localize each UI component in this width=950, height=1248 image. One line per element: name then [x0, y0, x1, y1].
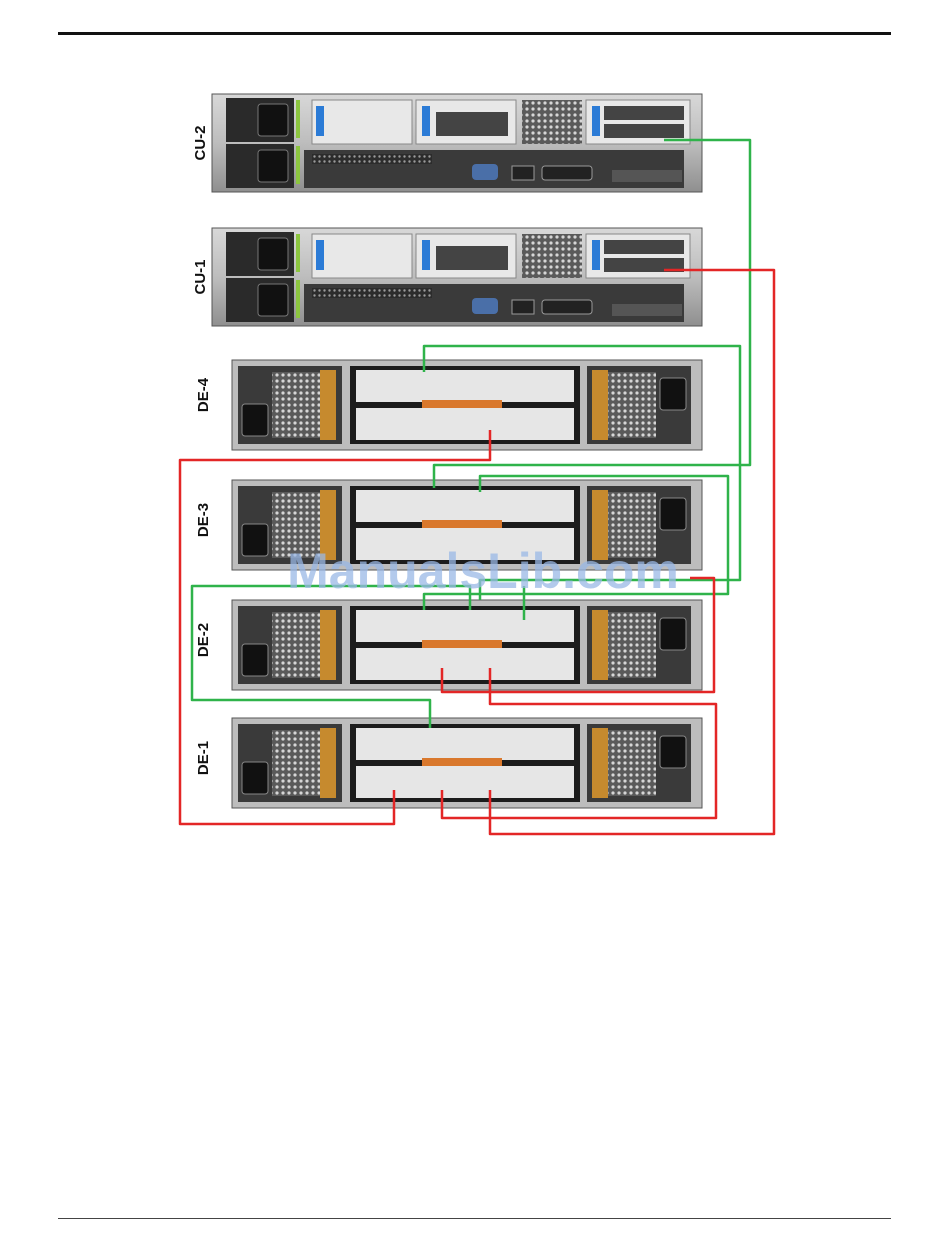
disk-enclosure-de4: [232, 360, 702, 450]
label-de4: DE-4: [195, 377, 212, 412]
label-cu2: CU-2: [192, 125, 209, 160]
label-de1: DE-1: [195, 741, 212, 775]
label-de3: DE-3: [195, 503, 212, 537]
footer-rule: [58, 1218, 891, 1219]
controller-unit-cu1: [212, 228, 702, 326]
label-de2: DE-2: [195, 623, 212, 657]
disk-enclosure-de1: [232, 718, 702, 808]
watermark: ManualsLib.com: [287, 543, 679, 599]
controller-unit-cu2: [212, 94, 702, 192]
label-cu1: CU-1: [192, 259, 209, 294]
disk-enclosure-de2: [232, 600, 702, 690]
